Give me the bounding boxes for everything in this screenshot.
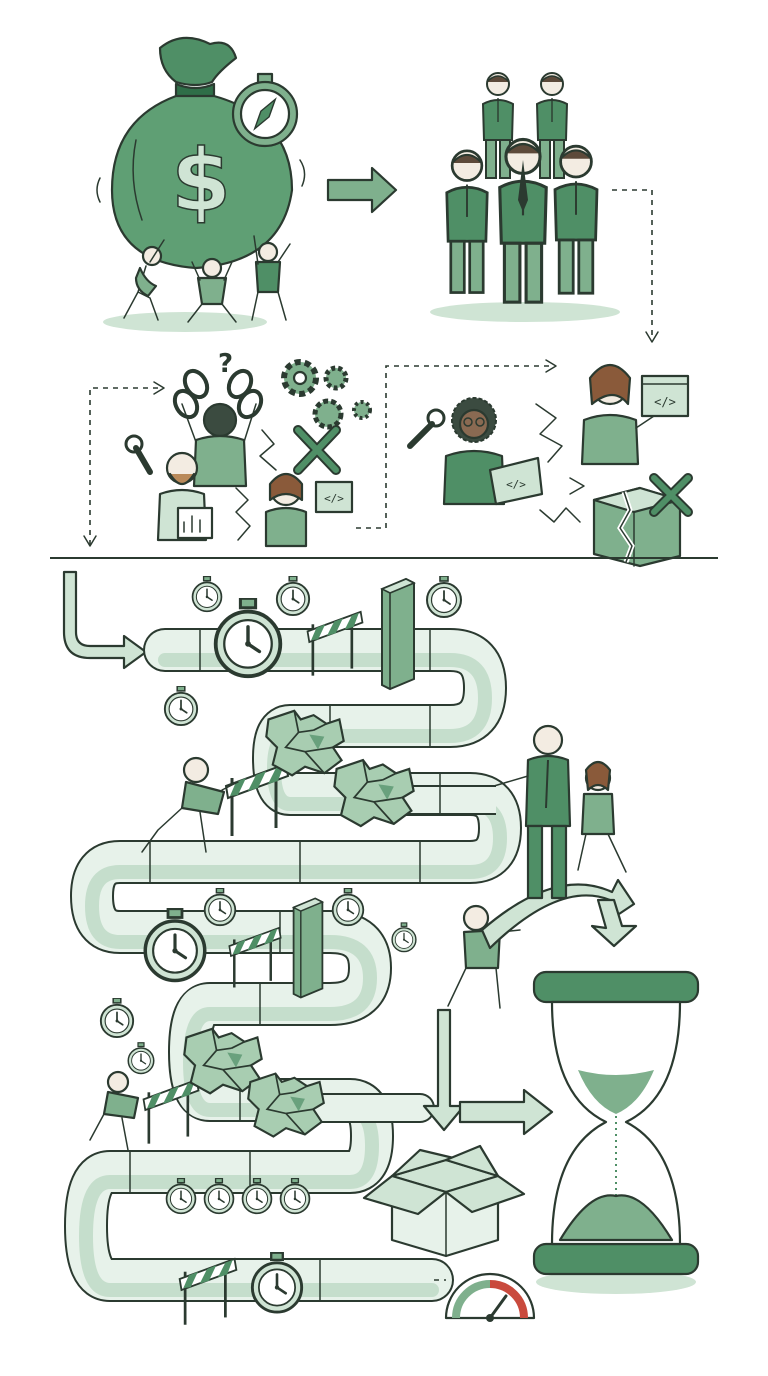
dev-section: </> </> xyxy=(407,363,693,568)
team-member-center xyxy=(497,137,549,304)
svg-text:</>: </> xyxy=(506,478,526,491)
arrow-to-hourglass xyxy=(458,1088,554,1136)
svg-text:</>: </> xyxy=(324,492,344,505)
hourglass-icon xyxy=(532,970,700,1294)
presenter-woman xyxy=(580,363,655,466)
dashed-connector-middle xyxy=(356,365,554,529)
glasses-developer xyxy=(442,397,506,506)
laptop-code-icon: </> xyxy=(488,456,544,506)
x-mark-icon-2 xyxy=(649,473,693,517)
lifter-right xyxy=(251,235,291,321)
code-window: </> xyxy=(640,374,690,418)
wobble-lines xyxy=(96,159,306,203)
bag-shadow xyxy=(103,312,267,332)
manager-man xyxy=(493,724,572,900)
team-member-left xyxy=(445,149,489,295)
open-box-icon xyxy=(362,1144,526,1258)
pusher-bottom xyxy=(89,1070,140,1151)
dashed-connector-top-right xyxy=(612,189,653,340)
dollar-sign: $ xyxy=(171,131,231,231)
pusher-top xyxy=(141,756,239,853)
wrench-icon-2 xyxy=(407,408,446,449)
question-mark: ? xyxy=(218,349,233,379)
dashed-connector-left xyxy=(89,387,162,545)
code-card: </> xyxy=(314,480,354,514)
broken-chain-icon xyxy=(172,368,264,420)
coder-woman xyxy=(264,472,308,548)
wrench-icon xyxy=(124,434,153,475)
gear-icon xyxy=(281,359,372,430)
compass-icon xyxy=(231,72,299,148)
x-mark-icon xyxy=(293,425,341,475)
down-arrow xyxy=(422,1008,466,1132)
zigzag-stress-1 xyxy=(235,487,251,541)
bearded-man xyxy=(156,451,214,542)
arrow-right-icon xyxy=(326,166,398,214)
team-group-icon xyxy=(430,72,620,322)
manager-woman xyxy=(577,760,627,873)
money-bag-icon: $ xyxy=(110,36,294,270)
lifter-left xyxy=(123,239,165,321)
money-bag-group: $ xyxy=(96,36,306,332)
team-member-right xyxy=(553,144,599,295)
chaos-section: ? xyxy=(83,349,372,548)
svg-text:</>: </> xyxy=(654,395,676,409)
speed-gauge-icon xyxy=(444,1272,536,1322)
lifter-middle xyxy=(187,257,237,323)
climber-woman xyxy=(447,904,521,1009)
confused-man xyxy=(181,402,257,488)
